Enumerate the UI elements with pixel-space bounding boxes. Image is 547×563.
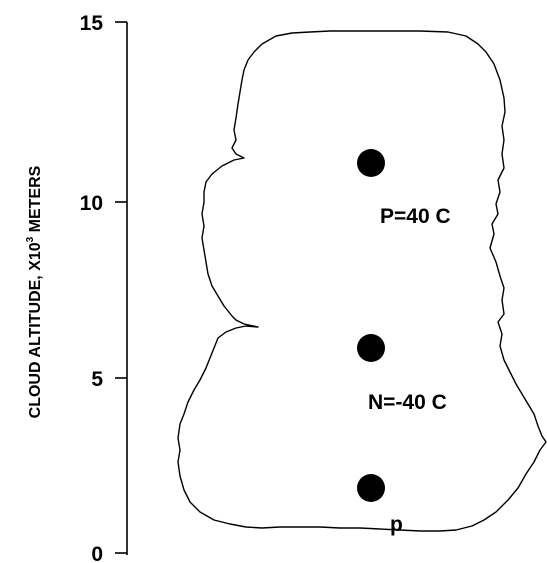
axis-title-prefix: CLOUD ALTITUDE, X10 (27, 242, 44, 418)
charge-dot-upper-positive (357, 149, 385, 177)
charge-centers (357, 149, 385, 502)
axis-title-suffix: METERS (27, 165, 44, 236)
charge-dot-main-negative (357, 334, 385, 362)
tick-label-5: 5 (91, 368, 103, 391)
tick-label-0: 0 (91, 543, 103, 563)
charge-label-upper-positive: P=40 C (380, 205, 451, 228)
charge-label-lower-positive: p (390, 513, 403, 536)
tick-label-15: 15 (80, 12, 104, 35)
tick-label-10: 10 (80, 192, 103, 215)
charge-label-main-negative: N=-40 C (368, 391, 447, 414)
charge-dot-lower-positive (357, 474, 385, 502)
axis-title-superscript: 3 (25, 236, 36, 242)
axis-title: CLOUD ALTITUDE, X103 METERS (25, 165, 44, 418)
charge-labels: P=40 C N=-40 C p (368, 205, 451, 536)
cloud-outline (177, 30, 547, 532)
tick-labels: 15 10 5 0 (80, 12, 104, 563)
axis-ticks (115, 21, 127, 554)
